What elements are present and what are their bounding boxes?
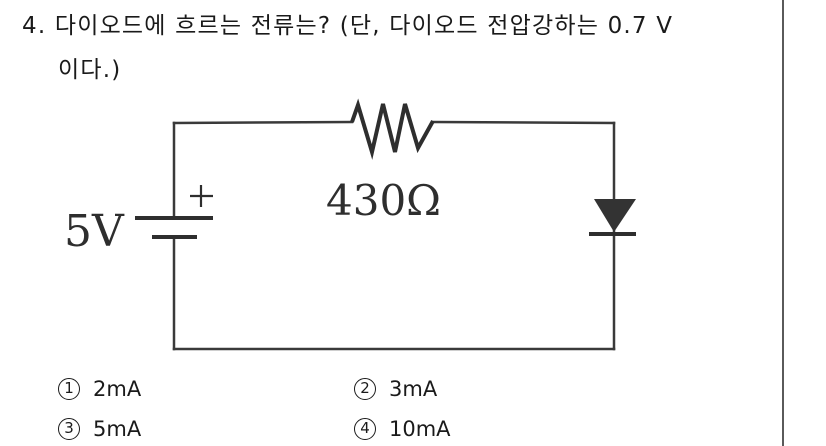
source-voltage-label: 5V (64, 206, 125, 257)
option-4[interactable]: 4 10mA (354, 416, 451, 442)
option-2[interactable]: 2 3mA (354, 376, 437, 402)
question-line-2: 이다.) (58, 57, 122, 83)
column-divider (782, 0, 784, 446)
option-number-4: 4 (354, 418, 376, 440)
battery-icon (135, 216, 213, 239)
option-label-3: 5mA (93, 417, 142, 441)
option-number-1: 1 (58, 378, 80, 400)
option-1[interactable]: 1 2mA (58, 376, 141, 402)
option-label-2: 3mA (389, 377, 438, 401)
question-line-1: 4. 다이오드에 흐르는 전류는? (단, 다이오드 전압강하는 0.7 V (22, 13, 674, 39)
diode-icon (589, 199, 636, 236)
wire-top-right (431, 120, 616, 125)
option-number-2: 2 (354, 378, 376, 400)
option-label-4: 10mA (389, 417, 451, 441)
resistor-icon (350, 98, 435, 160)
wire-top-left (172, 120, 354, 125)
option-number-3: 3 (58, 418, 80, 440)
plus-polarity-icon (190, 185, 213, 207)
option-label-1: 2mA (93, 377, 142, 401)
option-3[interactable]: 3 5mA (58, 416, 141, 442)
resistor-value-label: 430Ω (326, 176, 441, 225)
